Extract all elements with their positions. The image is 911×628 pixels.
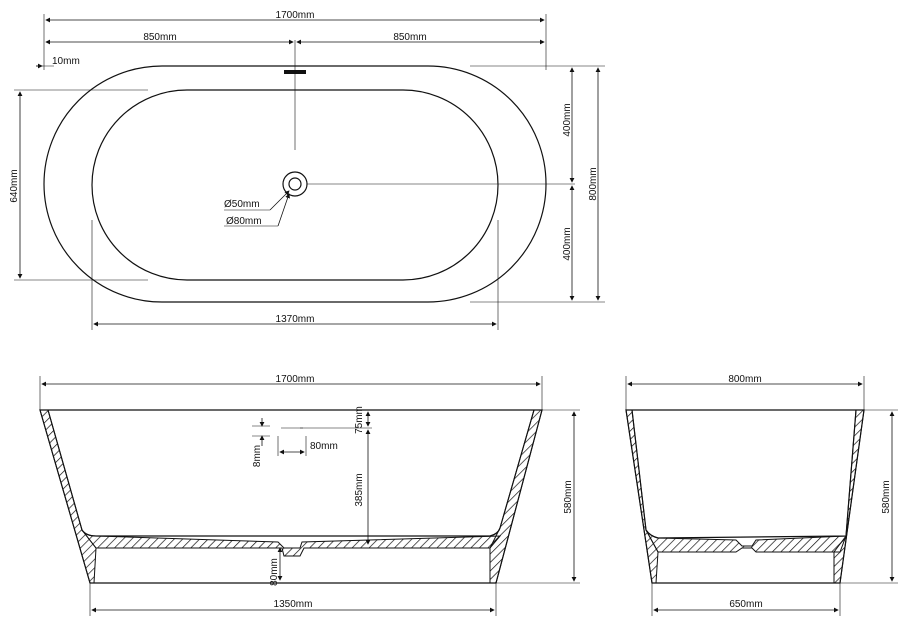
top-inner-width: 640mm: [9, 169, 20, 202]
front-overall-length: 1700mm: [276, 374, 315, 385]
top-half-width-bottom: 400mm: [562, 227, 573, 260]
top-view: 1700mm 850mm 850mm 10mm 400mm 400mm 800m…: [9, 10, 605, 330]
front-hatched-floor: [81, 529, 502, 557]
front-outer-profile: [39, 409, 543, 584]
side-view: 800mm 580mm 650mm: [625, 374, 898, 616]
front-base-length: 1350mm: [274, 599, 313, 610]
top-drain-inner: [288, 177, 302, 191]
top-drain-inner-label: Ø50mm: [224, 199, 260, 210]
front-base-step: 80mm: [269, 558, 280, 586]
top-drain-outer: [282, 171, 308, 197]
top-half-right: 850mm: [393, 32, 426, 43]
top-overall-width: 800mm: [588, 167, 599, 200]
top-half-width-top: 400mm: [562, 103, 573, 136]
front-overflow-width: 80mm: [310, 441, 338, 452]
side-outer-profile: [625, 409, 865, 584]
front-overflow-height: 8mm: [252, 445, 263, 467]
front-drain-depth: 385mm: [354, 473, 365, 506]
top-rim-offset: 10mm: [52, 56, 80, 67]
side-hatched-floor: [645, 529, 847, 553]
front-height: 580mm: [563, 480, 574, 513]
top-drain-outer-label: Ø80mm: [226, 216, 262, 227]
front-overflow-depth: 75mm: [354, 406, 365, 434]
top-overall-length: 1700mm: [276, 10, 315, 21]
side-base-width: 650mm: [729, 599, 762, 610]
side-height: 580mm: [881, 480, 892, 513]
top-inner-length: 1370mm: [276, 314, 315, 325]
front-view: 1700mm 8mm 80mm 75mm 385mm 80mm 580mm 13…: [39, 374, 580, 616]
side-overall-width: 800mm: [728, 374, 761, 385]
top-half-left: 850mm: [143, 32, 176, 43]
